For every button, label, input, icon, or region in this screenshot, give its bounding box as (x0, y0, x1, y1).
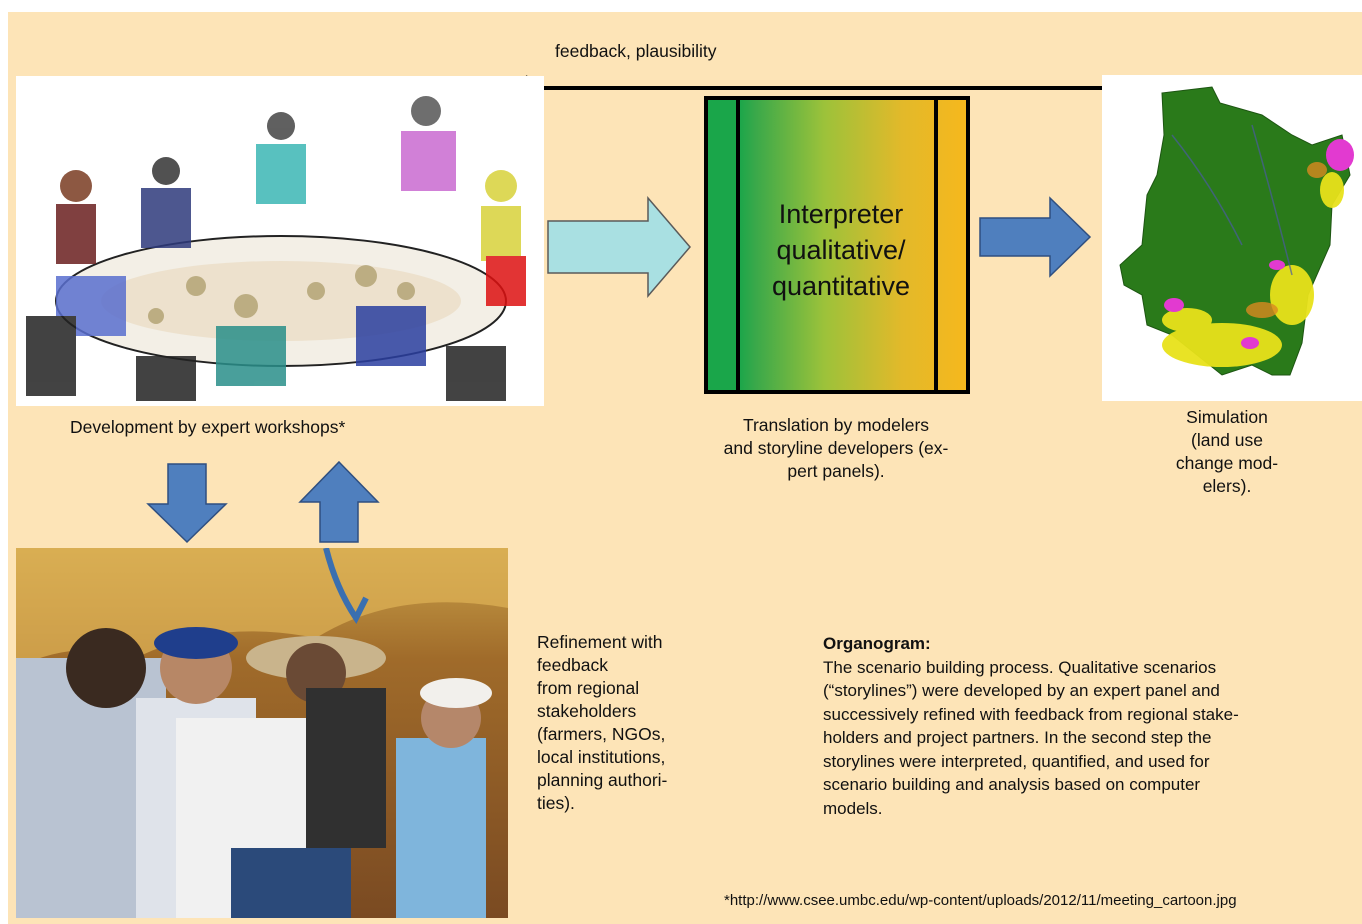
blue-down-arrow (146, 463, 228, 544)
simulation-caption-line: elers). (1202, 476, 1252, 496)
organogram-line: scenario building and analysis based on … (823, 775, 1201, 794)
refinement-line: ties). (537, 793, 575, 813)
interpreter-label-line: qualitative/ (776, 235, 906, 265)
translation-caption: Translation by modelers and storyline de… (676, 414, 996, 483)
simulation-caption: Simulation (land use change mod- elers). (1152, 406, 1302, 498)
refinement-line: stakeholders (537, 701, 637, 721)
translation-caption-line: Translation by modelers (742, 415, 930, 435)
organogram-description: Organogram: The scenario building proces… (823, 632, 1353, 820)
refinement-line: Refinement with (537, 632, 663, 652)
refinement-line: (farmers, NGOs, (537, 724, 666, 744)
workshop-caption: Development by expert workshops* (70, 417, 346, 437)
simulation-caption-line: change mod- (1175, 453, 1279, 473)
interpreter-left-divider (736, 100, 740, 390)
simulation-caption-line: (land use (1191, 430, 1263, 450)
translation-caption-line: pert panels). (787, 461, 885, 481)
stakeholder-photo-drawing (16, 548, 508, 918)
interpreter-right-divider (934, 100, 938, 390)
organogram-title: Organogram: (823, 634, 931, 653)
land-use-simulation-map (1102, 75, 1362, 401)
footnote: *http://www.csee.umbc.edu/wp-content/upl… (724, 892, 1237, 909)
refinement-line: from regional (537, 678, 640, 698)
organogram-line: storylines were interpreted, quantified,… (823, 751, 1210, 771)
interpreter-box: Interpreter qualitative/ quantitative (704, 96, 970, 394)
refinement-line: feedback (537, 655, 609, 675)
simulation-map-drawing (1119, 86, 1354, 376)
interpreter-label-line: quantitative (771, 271, 911, 301)
expert-workshop-cartoon (16, 76, 544, 406)
feedback-label: feedback, plausibility (555, 41, 717, 61)
light-right-arrow (547, 196, 691, 298)
organogram-line: successively refined with feedback from … (823, 704, 1239, 724)
organogram-line: The scenario building process. Qualitati… (823, 657, 1217, 677)
interpreter-label: Interpreter qualitative/ quantitative (742, 196, 940, 304)
organogram-line: models. (823, 798, 883, 818)
translation-caption-line: and storyline developers (ex- (723, 438, 949, 458)
organogram-line: holders and project partners. In the sec… (823, 728, 1212, 747)
stakeholder-photo (16, 548, 508, 918)
interpreter-label-line: Interpreter (778, 199, 904, 229)
refinement-line: planning authori- (537, 770, 668, 790)
blue-up-arrow (298, 460, 380, 543)
refinement-text: Refinement with feedback from regional s… (537, 631, 667, 815)
meeting-cartoon-drawing (26, 96, 526, 401)
refinement-line: local institutions, (537, 747, 666, 767)
blue-right-arrow (979, 196, 1092, 278)
organogram-line: (“storylines”) were developed by an expe… (823, 681, 1220, 700)
simulation-caption-line: Simulation (1186, 407, 1268, 427)
